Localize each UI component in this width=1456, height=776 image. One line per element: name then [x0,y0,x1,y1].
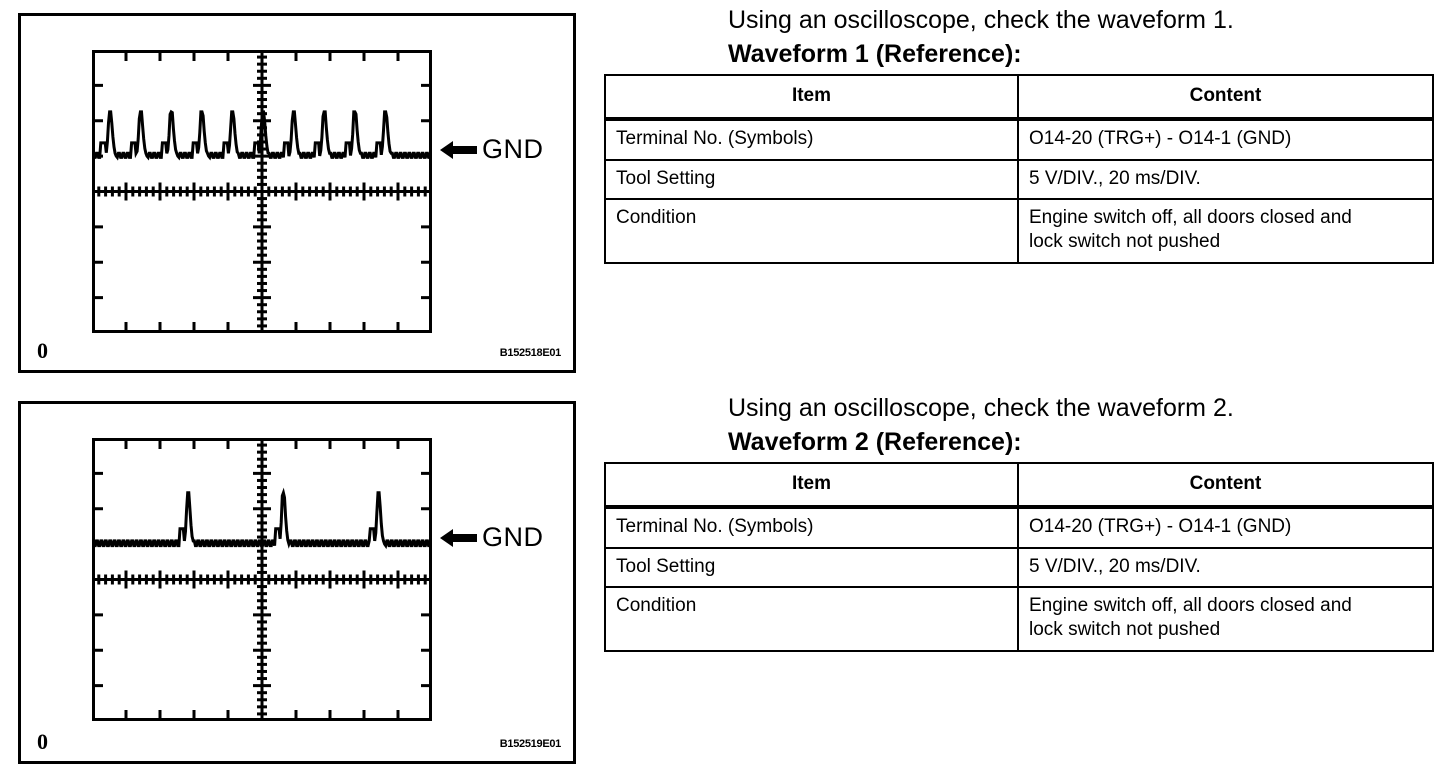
oscilloscope-screen-1 [92,50,432,333]
waveform-section-1: 0 B152518E01 GND Using an oscilloscope, … [18,6,1434,373]
cell-content-line1: O14-20 (TRG+) - O14-1 (GND) [1029,516,1292,538]
left-arrow-icon [440,140,477,159]
cell-content-line2: lock switch not pushed [1029,231,1221,253]
cell-content: O14-20 (TRG+) - O14-1 (GND) [1017,506,1434,549]
cell-content: O14-20 (TRG+) - O14-1 (GND) [1017,118,1434,161]
waveform-section-2: 0 B152519E01 GND Using an oscilloscope, … [0,388,1456,776]
oscilloscope-panel-2: 0 B152519E01 [18,401,576,764]
instruction-text-1: Using an oscilloscope, check the wavefor… [728,6,1234,34]
cell-content-line2: lock switch not pushed [1029,619,1221,641]
oscilloscope-panel-1: 0 B152518E01 [18,13,576,373]
column-header-item: Item [604,461,1019,510]
section-title-1: Waveform 1 (Reference): [728,40,1022,68]
cell-item: Tool Setting [604,546,1019,588]
cell-content-line1: 5 V/DIV., 20 ms/DIV. [1029,555,1201,577]
scope-zero-label-2: 0 [37,729,48,754]
table-header-row: Item Content [604,461,1434,510]
column-header-content: Content [1017,461,1434,510]
oscilloscope-screen-2 [92,438,432,721]
cell-content-line1: O14-20 (TRG+) - O14-1 (GND) [1029,128,1292,150]
table-header-row: Item Content [604,73,1434,122]
cell-content-line1: Engine switch off, all doors closed and [1029,594,1352,616]
cell-content-line1: 5 V/DIV., 20 ms/DIV. [1029,167,1201,189]
cell-item: Tool Setting [604,158,1019,200]
gnd-marker-2: GND [440,524,544,551]
cell-item: Condition [604,197,1019,264]
table-row: Tool Setting 5 V/DIV., 20 ms/DIV. [604,158,1434,200]
table-row: Condition Engine switch off, all doors c… [604,585,1434,652]
figure-code-2: B152519E01 [499,738,562,750]
left-arrow-icon [440,528,477,547]
cell-content: 5 V/DIV., 20 ms/DIV. [1017,546,1434,588]
figure-code-1: B152518E01 [499,347,562,359]
table-row: Tool Setting 5 V/DIV., 20 ms/DIV. [604,546,1434,588]
cell-content-line1: Engine switch off, all doors closed and [1029,206,1352,228]
table-row: Terminal No. (Symbols) O14-20 (TRG+) - O… [604,118,1434,161]
gnd-label-2: GND [482,522,544,552]
table-row: Condition Engine switch off, all doors c… [604,197,1434,264]
cell-content: Engine switch off, all doors closed and … [1017,197,1434,264]
instruction-text-2: Using an oscilloscope, check the wavefor… [728,394,1234,422]
cell-content: 5 V/DIV., 20 ms/DIV. [1017,158,1434,200]
gnd-label-1: GND [482,134,544,164]
table-row: Terminal No. (Symbols) O14-20 (TRG+) - O… [604,506,1434,549]
spec-table-2: Item Content Terminal No. (Symbols) O14-… [604,461,1434,652]
cell-content: Engine switch off, all doors closed and … [1017,585,1434,652]
gnd-marker-1: GND [440,136,544,163]
scope-zero-label-1: 0 [37,338,48,363]
cell-item: Terminal No. (Symbols) [604,118,1019,161]
spec-table-1: Item Content Terminal No. (Symbols) O14-… [604,73,1434,264]
cell-item: Terminal No. (Symbols) [604,506,1019,549]
column-header-content: Content [1017,73,1434,122]
cell-item: Condition [604,585,1019,652]
section-title-2: Waveform 2 (Reference): [728,428,1022,456]
column-header-item: Item [604,73,1019,122]
